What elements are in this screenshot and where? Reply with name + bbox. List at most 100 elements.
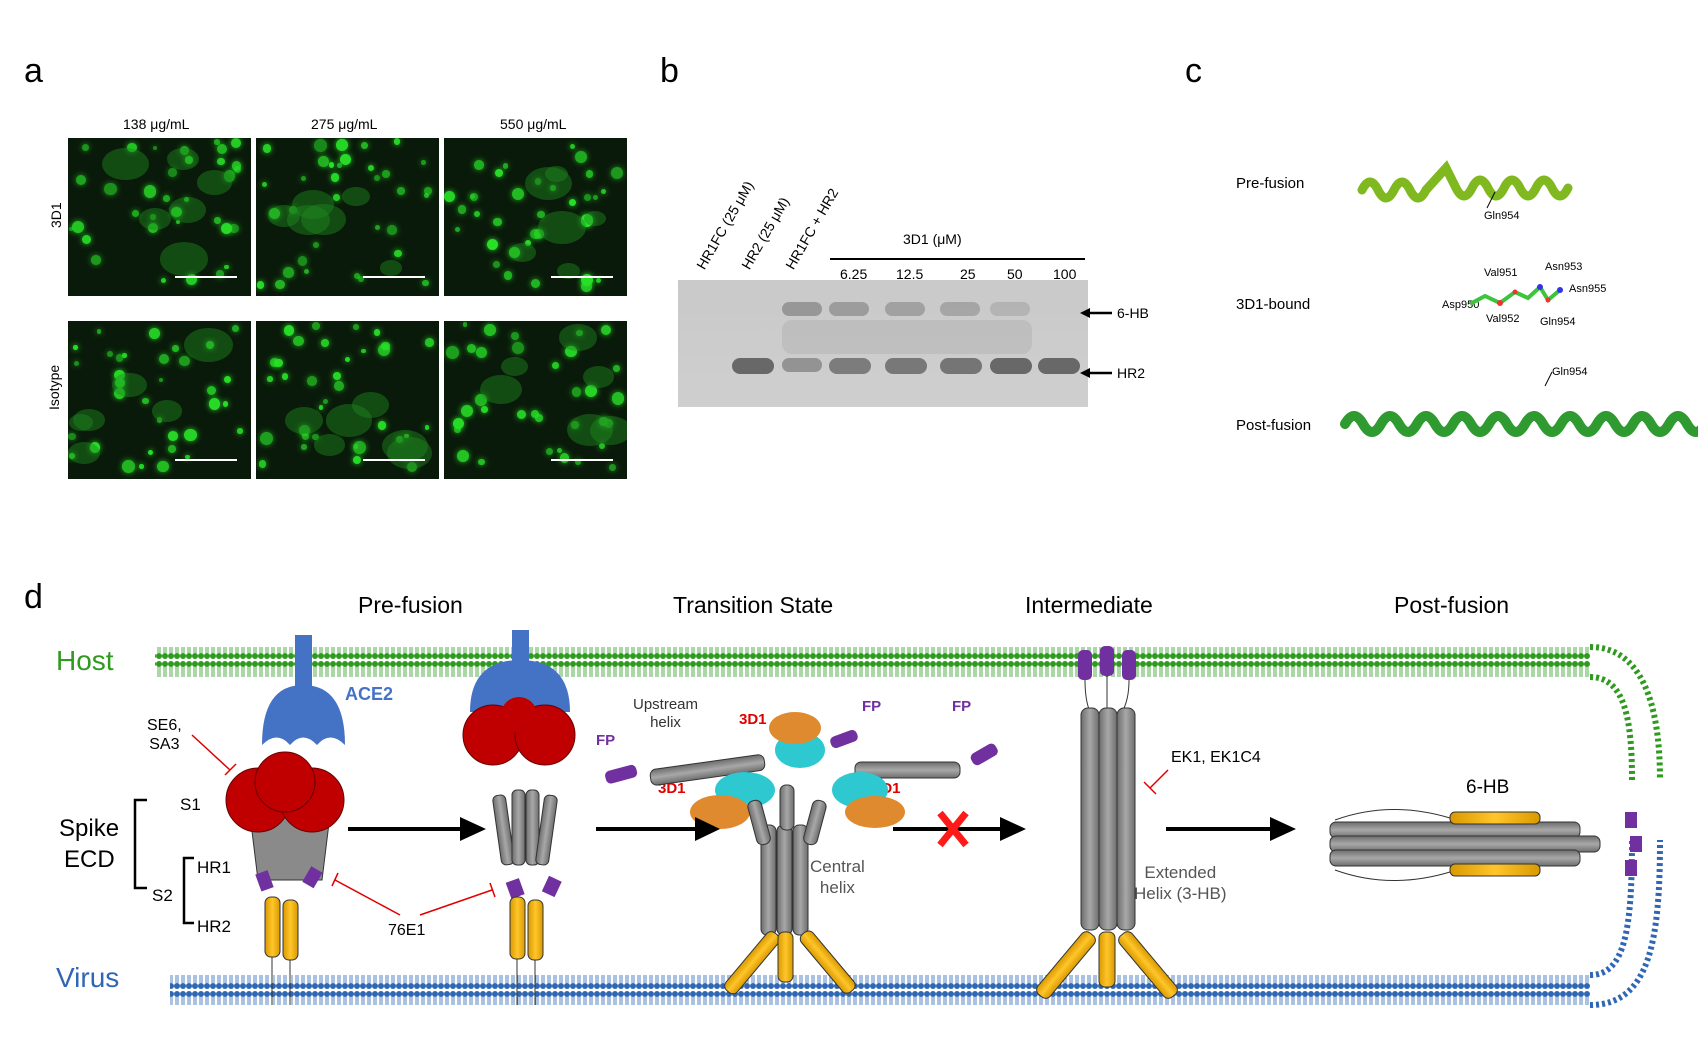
cell-spot [152,145,157,150]
micrograph-isotype-550 [444,321,627,479]
cell-spot [335,138,348,151]
cell-spot [127,142,137,153]
cell-spot [568,199,577,207]
virus-label: Virus [56,962,120,993]
cell-spot [610,166,624,179]
inhibitor-bars-prefusion [191,734,496,916]
conc-label-138: 138 μg/mL [123,116,190,132]
cell-spot [575,458,582,465]
cell-spot [217,144,228,155]
cell-spot [570,143,576,150]
cell-spot [333,194,341,201]
cell-spot [599,417,608,426]
cell-spot [185,273,197,286]
micrograph-isotype-138 [68,321,251,479]
cell-spot [333,381,345,392]
blocked-cross-icon [937,810,969,848]
upstream-helix-label: Upstream helix [633,696,699,731]
cell-spot [556,447,563,454]
cell-haze [167,148,199,171]
stage-title-postfusion: Post-fusion [1394,592,1510,618]
cell-spot [232,161,242,171]
cell-spot [160,277,167,284]
extended-helix-label: Extended Helix (3-HB) [1134,863,1227,903]
cell-haze [284,407,323,434]
stage-title-intermediate: Intermediate [1025,592,1153,618]
cell-haze [101,147,149,181]
cell-spot [352,324,359,331]
cell-spot [293,335,304,347]
gel-band-6hb [885,302,925,316]
cell-spot [184,197,190,203]
cell-spot [302,433,310,441]
host-membrane [155,644,1663,781]
cell-spot [300,176,306,181]
cell-spot [231,324,240,333]
central-helix-label: Central helix [810,857,865,897]
inhibitor-76e1: 76E1 [388,922,426,939]
cell-spot [96,329,102,334]
cell-spot [424,337,434,347]
cell-spot [168,431,178,441]
cell-spot [69,452,76,459]
cell-spot [456,449,470,462]
cell-spot [585,170,594,178]
cell-spot [484,324,497,336]
cell-spot [72,221,85,234]
spike-label-2: ECD [64,846,115,873]
cell-haze [501,356,529,376]
cell-spot [131,209,139,217]
cell-spot [205,341,214,350]
cell-spot [114,377,126,389]
cell-spot [143,185,157,198]
cell-spot [571,387,581,397]
cell-spot [595,277,602,283]
cell-spot [179,355,190,367]
cell-spot [360,141,369,150]
gel-band-6hb [940,302,980,316]
cell-spot [601,189,606,195]
cell-haze [112,372,147,397]
host-label: Host [56,645,114,676]
cell-spot [314,138,327,152]
state-label-3d1-bound: 3D1-bound [1236,296,1311,313]
cell-spot [478,458,485,466]
cell-haze [480,374,523,405]
cell-spot [329,162,335,168]
cell-spot [534,178,542,185]
cell-spot [466,343,477,354]
cell-spot [184,428,198,442]
gel-band-hr2 [940,358,982,374]
cell-haze [286,205,330,236]
micrograph-3d1-550 [444,138,627,296]
cell-spot [220,222,232,234]
cell-spot [139,464,144,469]
ace2-label: ACE2 [345,684,394,704]
virus-membrane [170,839,1663,1008]
cell-spot [176,219,181,225]
cell-spot [270,358,280,367]
cell-spot [313,242,320,248]
intermediate-complex [1036,646,1178,999]
residue-label-val951: Val951 [1484,267,1518,279]
ace2-receptor-1 [262,635,345,745]
cell-spot [481,406,488,414]
cell-spot [613,364,620,372]
cell-spot [457,205,466,214]
cell-spot [73,345,78,350]
cell-spot [492,217,502,227]
process-arrows [348,817,1296,841]
cell-spot [217,157,225,166]
cell-spot [423,192,429,198]
cell-haze [184,328,234,363]
cell-spot [223,170,235,182]
state-label-prefusion: Pre-fusion [1236,175,1305,192]
cell-spot [69,226,74,231]
group-bracket-line [830,258,1085,260]
cell-spot [474,210,481,217]
gel-smear [782,320,1032,354]
cell-spot [486,238,499,251]
transition-state-complex [605,712,998,995]
scale-bar [363,459,425,461]
cell-haze [381,429,428,462]
